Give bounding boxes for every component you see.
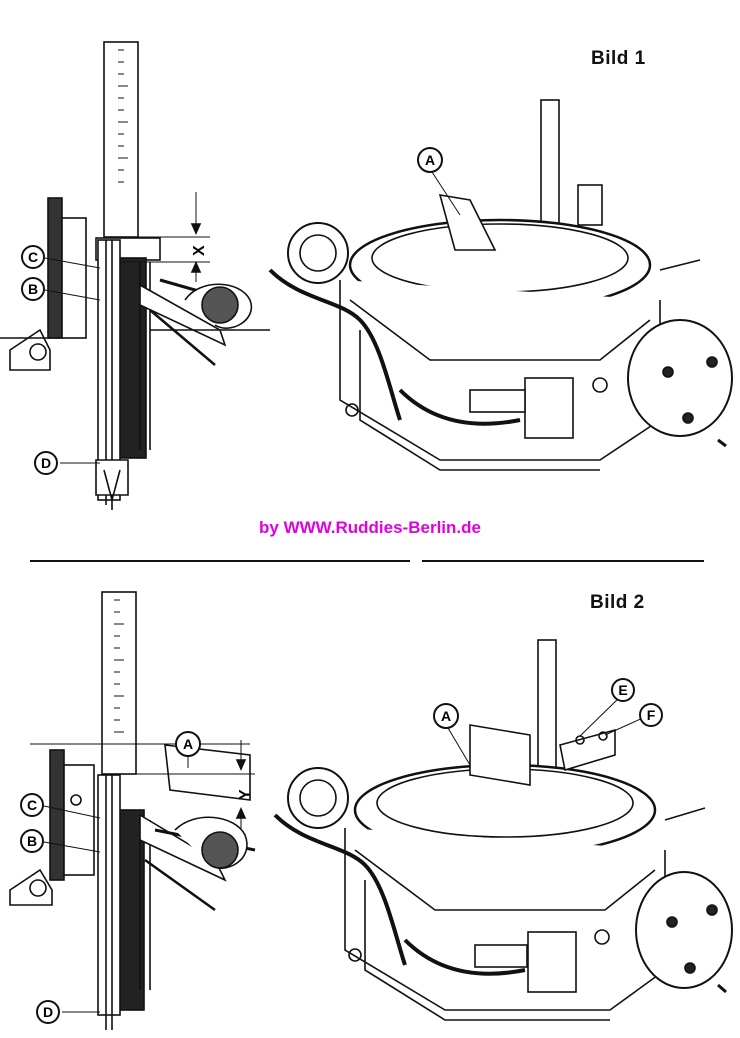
svg-text:D: D <box>43 1004 53 1020</box>
svg-text:A: A <box>441 708 451 724</box>
svg-text:C: C <box>28 249 38 265</box>
label-a: A <box>417 147 443 173</box>
svg-text:C: C <box>27 797 37 813</box>
figure-2-title: Bild 2 <box>590 592 645 613</box>
svg-text:B: B <box>27 833 37 849</box>
credit-text: by WWW.Ruddies-Berlin.de <box>259 518 481 537</box>
svg-text:A: A <box>183 736 193 752</box>
svg-text:E: E <box>618 682 627 698</box>
carburetor-1 <box>268 99 733 471</box>
figure-2: Bild 2 <box>0 560 740 1038</box>
figure-1: Bild 1 <box>0 41 733 510</box>
divider-right <box>422 560 704 562</box>
gauge-rod <box>103 41 139 238</box>
dimension-x: X <box>191 245 208 256</box>
svg-text:D: D <box>41 455 51 471</box>
housing-wall <box>47 197 63 339</box>
label-d: D <box>36 1000 60 1024</box>
credit-line: by WWW.Ruddies-Berlin.de <box>0 518 740 538</box>
svg-text:F: F <box>647 707 656 723</box>
label-e: E <box>611 678 635 702</box>
label-b: B <box>21 277 45 301</box>
figure-1-drawing: C B D X <box>0 41 733 510</box>
label-b: B <box>20 829 44 853</box>
label-f: F <box>639 703 663 727</box>
svg-text:B: B <box>28 281 38 297</box>
figure-1-title: Bild 1 <box>591 48 646 69</box>
svg-text:A: A <box>425 152 435 168</box>
label-d: D <box>34 451 58 475</box>
figure-2-drawing: A C B D Y <box>9 591 733 1030</box>
label-a-detail: A <box>175 731 201 757</box>
label-a-carburetor: A <box>433 703 459 729</box>
carburetor-2 <box>273 639 733 1021</box>
label-c: C <box>20 793 44 817</box>
divider-left <box>30 560 410 562</box>
label-c: C <box>21 245 45 269</box>
dimension-y: Y <box>237 789 254 800</box>
